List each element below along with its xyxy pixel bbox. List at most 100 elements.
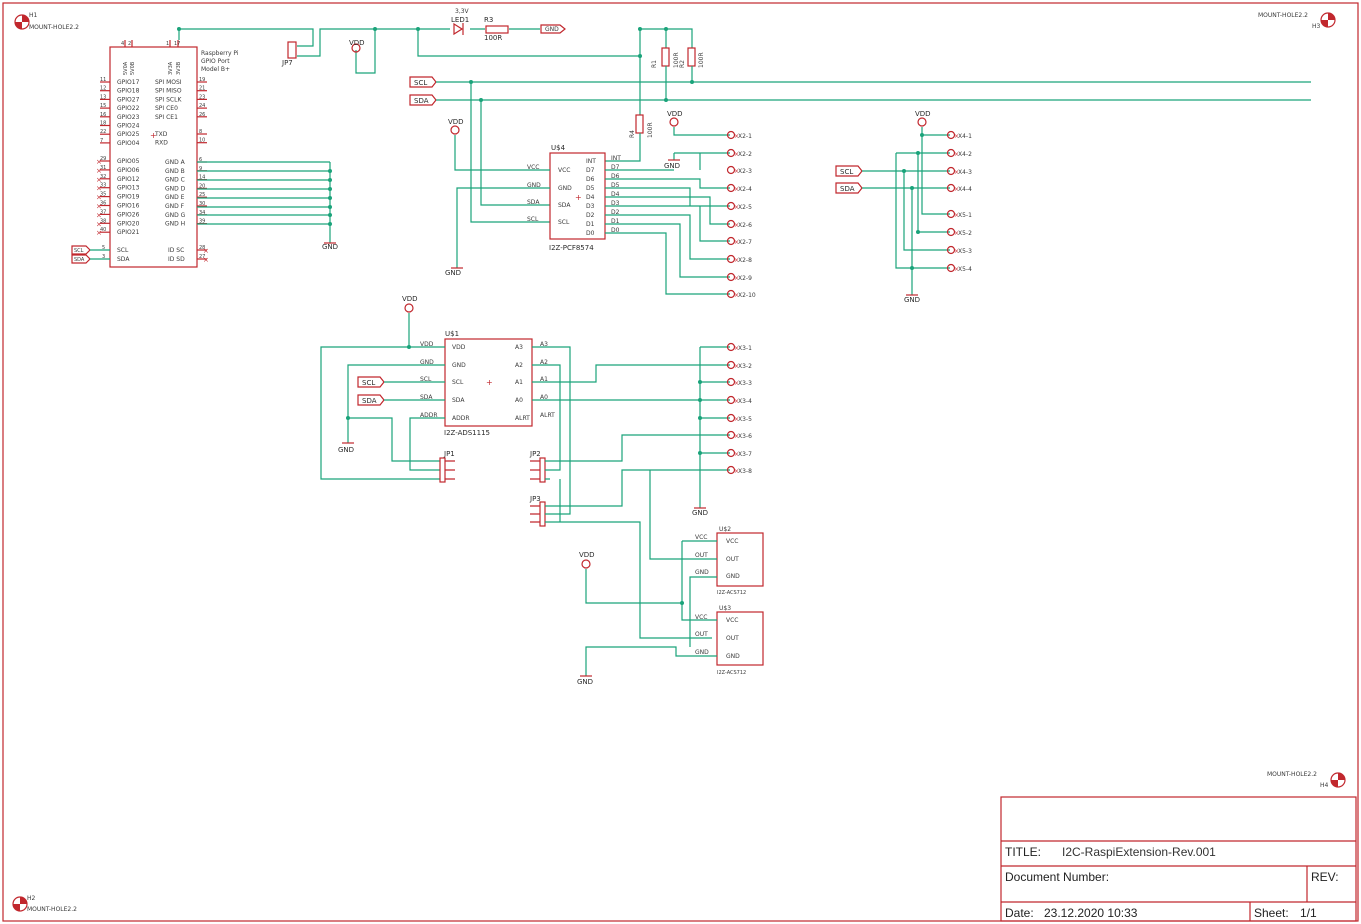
raspi-scl-port: SCL [71,245,91,255]
pad-mark: × [734,433,739,440]
connector-pad [726,448,736,458]
mount-hole-h2-label: MOUNT-HOLE2.2 [27,906,77,913]
no-connect-mark: × [96,211,102,219]
vdd-symbol-pcf: VDD [448,118,464,135]
gnd-symbol-raspi: GND [322,242,338,251]
ads-pin-left: VDD [452,344,466,351]
mount-hole-h4-label: MOUNT-HOLE2.2 [1267,771,1317,778]
date-value: 23.12.2020 10:33 [1044,906,1138,920]
sda-port-main-label: SDA [414,97,429,105]
pcf-pin-right: D5 [586,185,595,192]
raspi-pin-num: 32 [100,174,106,180]
led-voltage-label: 3,3V [455,8,470,15]
ads-net-left: VDD [420,341,434,348]
mount-hole-h4-ref: H4 [1320,782,1329,789]
connector-label-x3-1: X3-1 [738,345,752,352]
gnd-label-x2: GND [664,162,680,170]
pcf-pin-left: SDA [558,202,571,209]
sda-port-main: SDA [409,94,437,106]
gnd-symbol-x2: GND [664,159,680,170]
pcf-pin-right: D4 [586,194,595,201]
connector-label-x2-10: X2-10 [738,292,756,299]
r3-label: R3 [484,16,493,24]
r1-value: 100R [673,52,680,68]
pcf-pin-right: D1 [586,221,595,228]
connector-label-x4-2: X4-2 [958,151,972,158]
raspi-pin-gnd: GND A [165,159,186,166]
pcf-net-right: D6 [611,173,620,180]
ads-net-left: GND [420,359,434,366]
raspi-pin-spi: SPI SCLK [155,96,182,103]
connector-pad [726,236,736,246]
ads-net-left: SCL [420,376,432,383]
raspi-pin-num: 8 [199,129,202,135]
raspi-pin-gpio20: GPIO20 [117,220,140,227]
ads-pin-right: ALRT [515,415,530,422]
raspi-pin-num: 12 [100,86,106,92]
pad-mark: × [734,345,739,352]
raspi-top-pin-num: 4 [121,41,124,47]
acs2-part: I2Z-ACS712 [717,670,746,676]
gnd-label-x3: GND [692,509,708,517]
ads-net-right: A2 [540,359,548,366]
raspi-title-2: GPIO Port [201,58,230,65]
connector-pad [726,130,736,140]
connector-label-x3-4: X3-4 [738,398,752,405]
acs1-net-vcc: VCC [695,534,707,541]
ads-pin-left: SCL [452,379,464,386]
raspi-top-pin: 3V3A [168,61,174,75]
connector-label-x3-7: X3-7 [738,451,752,458]
jp1-label: JP1 [443,450,455,458]
pad-mark: × [954,133,959,140]
raspi-pin-gnd: GND E [165,194,185,201]
no-connect-mark: × [96,185,102,193]
connector-label-x3-5: X3-5 [738,416,752,423]
connector-pad [726,377,736,387]
acs2-ref: U$3 [719,605,731,612]
pad-mark: × [954,169,959,176]
r4-value: 100R [647,122,654,138]
connector-pad [726,183,736,193]
connector-label-x3-2: X3-2 [738,363,752,370]
connector-label-x4-1: X4-1 [958,133,972,140]
sda-port-x4: SDA [835,182,863,194]
connector-label-x5-1: X5-1 [958,212,972,219]
pcf-pin-left: GND [558,185,572,192]
raspi-pin-gpio12: GPIO12 [117,176,140,183]
raspi-pin-gnd: GND C [165,177,185,184]
raspi-pin-gpio04: GPIO04 [117,140,140,147]
raspi-pin-gnd: GND D [165,185,186,192]
acs712-u2: U$2 I2Z-ACS712 VCC OUT GND VCC OUT GND [695,526,764,596]
no-connect-mark: × [96,194,102,202]
raspi-pin-gpio13: GPIO13 [117,185,140,192]
mount-hole-h1: H1 MOUNT-HOLE2.2 [14,12,79,31]
jumper-jp3: JP3 [529,495,546,527]
connector-pad [726,360,736,370]
raspi-pin-gnd: GND G [165,212,186,219]
vdd-symbol-x4: VDD [915,110,931,127]
raspi-pin-num: 15 [100,103,106,109]
connector-label-x2-9: X2-9 [738,275,752,282]
ads-pin-left: ADDR [452,415,470,422]
raspi-pin-spi: RXD [155,140,168,147]
title-label: TITLE: [1005,845,1041,859]
vdd-label-x4: VDD [915,110,931,118]
connector-pad [726,342,736,352]
mount-hole-h2: H2 MOUNT-HOLE2.2 [12,895,77,913]
raspi-pin-num: 24 [199,103,205,109]
pcf-net-right: D7 [611,164,620,171]
pad-mark: × [734,151,739,158]
mount-hole-h1-label: MOUNT-HOLE2.2 [29,24,79,31]
raspi-pin-num: 9 [199,166,202,172]
svg-text:+: + [575,193,582,202]
connector-x5: ×X5-1×X5-2×X5-3×X5-4 [946,209,972,273]
pcf-net-right: D4 [611,191,620,198]
resistor-r1: R1 100R [651,47,680,68]
ads-pin-right: A2 [515,362,523,369]
vdd-symbol-top: VDD [349,39,365,53]
raspi-pin-gpio06: GPIO06 [117,167,140,174]
pad-mark: × [734,398,739,405]
raspi-top-pin: 3V3B [176,61,182,75]
connector-label-x2-2: X2-2 [738,151,752,158]
no-connect-mark: × [96,167,102,175]
